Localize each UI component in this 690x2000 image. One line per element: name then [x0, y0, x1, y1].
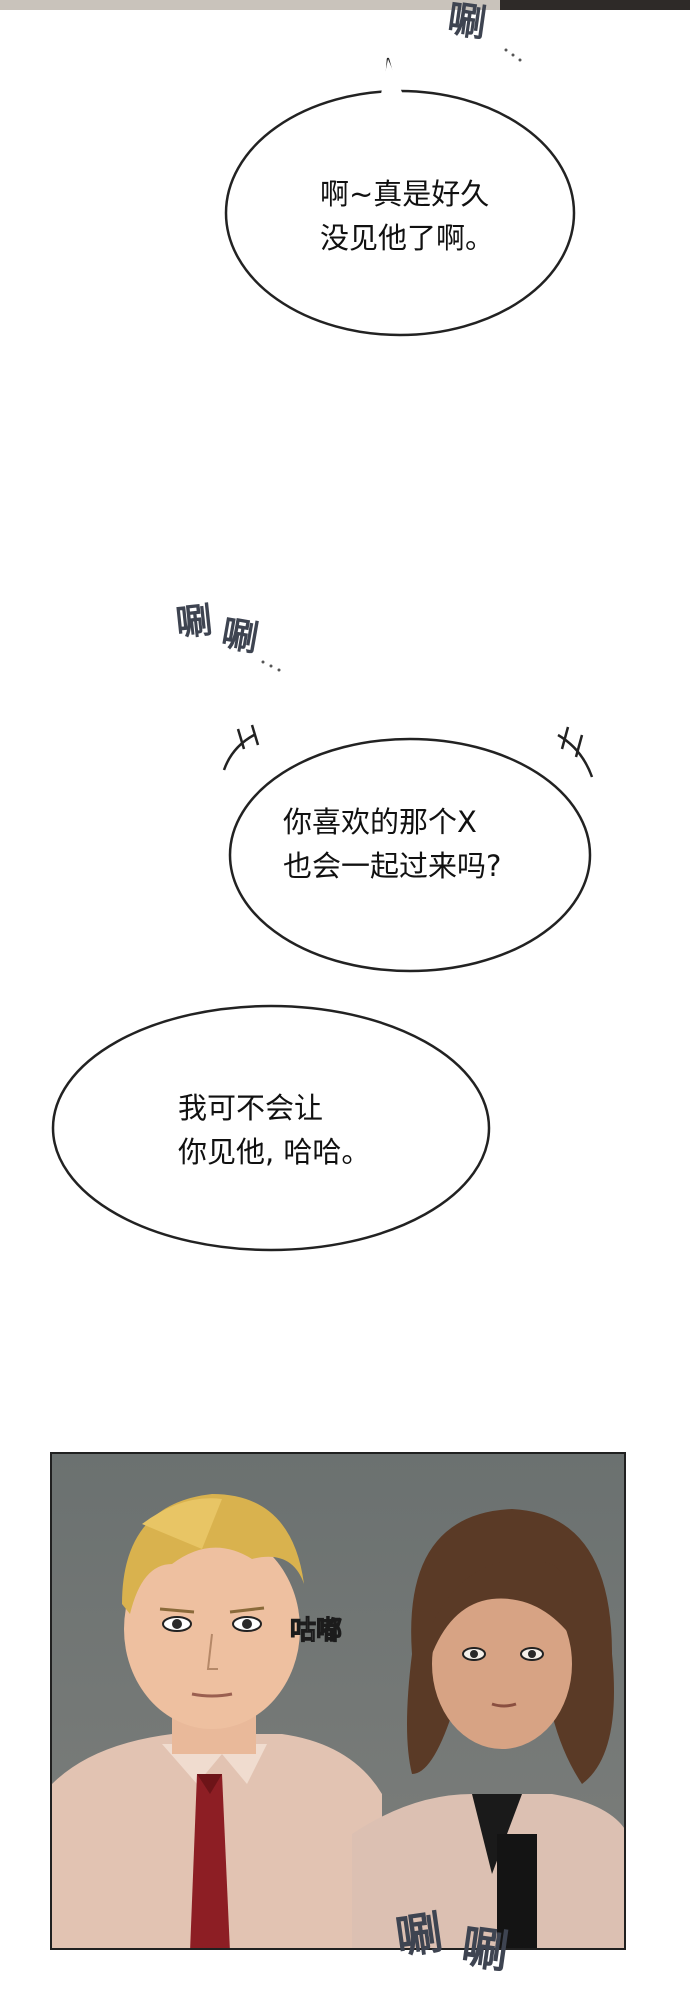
- previous-panel-edge: [0, 0, 690, 10]
- curly-haired-character: [352, 1509, 624, 1948]
- bubble-3-text: 我可不会让 你见他, 哈哈。: [178, 1086, 370, 1174]
- sfx-bottom-2: 唰: [458, 1919, 510, 1979]
- sfx-bottom-1: 唰: [392, 1905, 444, 1965]
- bubble-1-line-1: 啊~真是好久: [320, 177, 490, 211]
- sfx-top: 唰: [445, 0, 488, 46]
- bubble-2-line-1: 你喜欢的那个X: [283, 805, 477, 839]
- sfx-middle-1: 唰: [173, 599, 213, 645]
- blond-character: [52, 1494, 382, 1948]
- bubble-1-text: 啊~真是好久 没见他了啊。: [320, 172, 494, 260]
- comic-panel-two-characters: 咕嘟: [50, 1452, 626, 1950]
- sfx-dots-top: [504, 48, 522, 62]
- speech-bubble-1: [224, 57, 576, 337]
- panel-illustration: [52, 1454, 624, 1948]
- bubble-1-line-2: 没见他了啊。: [320, 221, 495, 255]
- speech-bubble-3: [51, 1004, 491, 1252]
- sfx-dots-middle: [261, 660, 281, 672]
- bubble-2-text: 你喜欢的那个X 也会一起过来吗?: [283, 800, 501, 888]
- bubble-3-line-2: 你见他, 哈哈。: [178, 1135, 371, 1169]
- bubble-2-line-2: 也会一起过来吗?: [283, 849, 502, 883]
- bubble-3-line-1: 我可不会让: [178, 1091, 324, 1125]
- sfx-middle-2: 唰: [218, 612, 260, 660]
- speech-bubble-2: [222, 724, 594, 973]
- sfx-gulp: 咕嘟: [289, 1616, 343, 1647]
